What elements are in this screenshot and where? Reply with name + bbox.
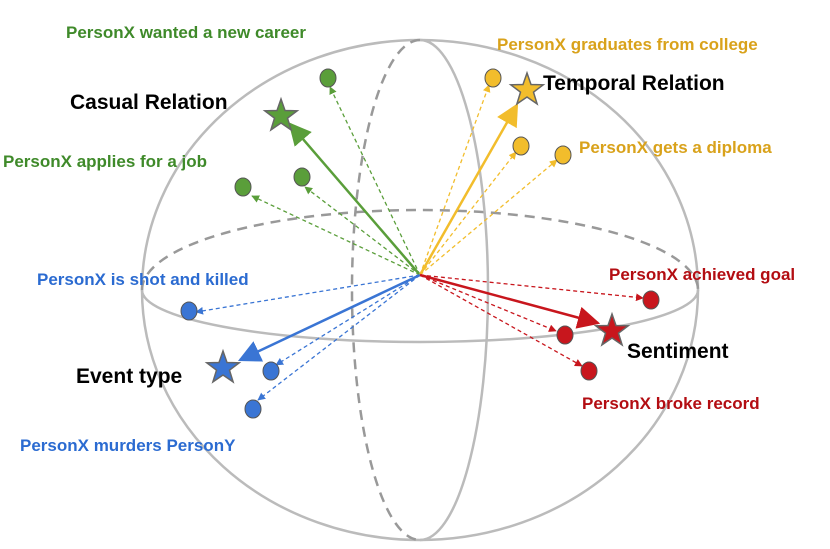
arrow-yellow-2 bbox=[419, 151, 517, 276]
event-type-label: Event type bbox=[76, 365, 182, 388]
sentiment-star-icon bbox=[593, 311, 631, 347]
relation-stars bbox=[204, 70, 631, 384]
arrow-event-main bbox=[237, 273, 421, 362]
point-yellow-1 bbox=[484, 68, 502, 88]
sentiment-example-1: PersonX achieved goal bbox=[609, 265, 795, 284]
arrow-blue-1 bbox=[195, 274, 421, 315]
arrow-blue-2 bbox=[275, 274, 421, 366]
arrow-blue-3 bbox=[257, 274, 421, 401]
equator-front-arc bbox=[140, 289, 700, 344]
causal-example-2: PersonX applies for a job bbox=[3, 152, 207, 171]
arrow-red-2 bbox=[419, 274, 557, 332]
temporal-relation-label: Temporal Relation bbox=[543, 72, 725, 95]
meridian-front-arc bbox=[419, 38, 490, 542]
causal-star-icon bbox=[262, 96, 300, 132]
example-labels: PersonX wanted a new career PersonX appl… bbox=[3, 23, 795, 455]
temporal-example-1: PersonX graduates from college bbox=[497, 35, 758, 54]
point-yellow-2 bbox=[512, 136, 530, 156]
point-red-2 bbox=[556, 325, 574, 345]
temporal-example-2: PersonX gets a diploma bbox=[579, 138, 772, 157]
causal-relation-label: Casual Relation bbox=[70, 91, 228, 114]
point-blue-3 bbox=[244, 399, 262, 419]
event-star-icon bbox=[204, 348, 242, 384]
main-arrows bbox=[237, 103, 601, 362]
arrow-red-1 bbox=[419, 274, 644, 302]
point-red-3 bbox=[580, 361, 598, 381]
causal-example-1: PersonX wanted a new career bbox=[66, 23, 306, 42]
arrow-temporal-main bbox=[418, 103, 519, 276]
meridian-back-arc bbox=[350, 38, 421, 542]
point-green-1 bbox=[319, 68, 337, 88]
arrow-green-1 bbox=[329, 86, 421, 276]
sentiment-example-2: PersonX broke record bbox=[582, 394, 760, 413]
temporal-star-icon bbox=[508, 70, 546, 106]
point-yellow-3 bbox=[554, 145, 572, 165]
arrow-yellow-3 bbox=[419, 159, 558, 276]
point-green-3 bbox=[234, 177, 252, 197]
equator-back-arc bbox=[140, 208, 700, 291]
sphere bbox=[140, 38, 700, 542]
point-blue-2 bbox=[262, 361, 280, 381]
arrow-sentiment-main bbox=[419, 273, 601, 329]
event-example-1: PersonX is shot and killed bbox=[37, 270, 249, 289]
arrow-causal-main bbox=[288, 122, 421, 276]
sentiment-label: Sentiment bbox=[627, 340, 729, 363]
point-red-1 bbox=[642, 290, 660, 310]
arrow-green-2 bbox=[304, 186, 421, 276]
arrow-green-3 bbox=[251, 195, 421, 276]
event-example-2: PersonX murders PersonY bbox=[20, 436, 236, 455]
dashed-arrows bbox=[195, 84, 644, 401]
arrow-yellow-1 bbox=[419, 84, 491, 276]
arrow-red-3 bbox=[419, 274, 583, 367]
point-green-2 bbox=[293, 167, 311, 187]
example-points bbox=[180, 68, 660, 419]
relation-labels: Casual Relation Temporal Relation Event … bbox=[70, 72, 729, 388]
sphere-outline bbox=[140, 38, 700, 542]
point-blue-1 bbox=[180, 301, 198, 321]
